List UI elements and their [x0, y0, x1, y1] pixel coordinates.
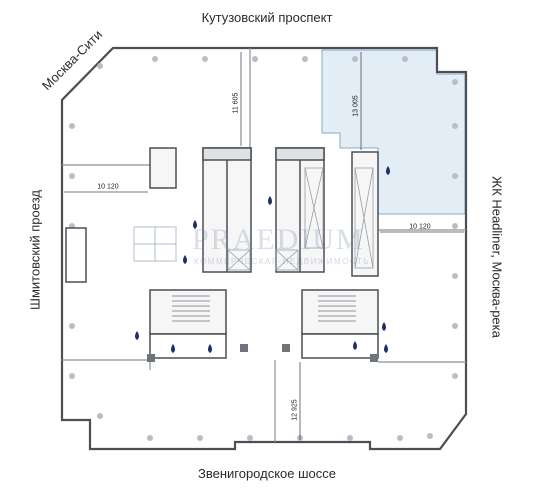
- window-markers: [69, 56, 458, 441]
- street-label-right: ЖК Headliner, Москва-река: [489, 176, 505, 338]
- dimension-label: 13 005: [352, 95, 360, 117]
- street-label-bottom: Звенигородское шоссе: [197, 466, 337, 481]
- drop-icon: [193, 220, 197, 229]
- drop-icon: [386, 166, 390, 175]
- dimension-label: 11 605: [232, 92, 240, 114]
- water-drop-markers: [135, 166, 390, 353]
- street-label-left: Шмитовский проезд: [27, 190, 43, 310]
- drop-icon: [183, 255, 187, 264]
- drop-icon: [208, 344, 212, 353]
- drop-icon: [171, 344, 175, 353]
- dimension-label: 12 925: [291, 399, 299, 421]
- building-core: [149, 147, 379, 359]
- dimension-label: 10 120: [409, 223, 431, 231]
- service-shafts: [227, 167, 374, 271]
- drop-icon: [353, 341, 357, 350]
- left-entry-block: [65, 227, 87, 283]
- drop-icon: [268, 196, 272, 205]
- drop-icon: [135, 331, 139, 340]
- street-label-top: Кутузовский проспект: [201, 10, 333, 25]
- dimension-lines: [64, 52, 464, 440]
- columns: [147, 344, 378, 362]
- highlighted-office-zone[interactable]: [321, 49, 466, 215]
- outer-wall: [60, 46, 468, 451]
- dimension-label: 10 120: [97, 183, 119, 191]
- drop-icon: [384, 344, 388, 353]
- drop-icon: [382, 322, 386, 331]
- partitions: [62, 48, 466, 442]
- stairs: [172, 295, 356, 322]
